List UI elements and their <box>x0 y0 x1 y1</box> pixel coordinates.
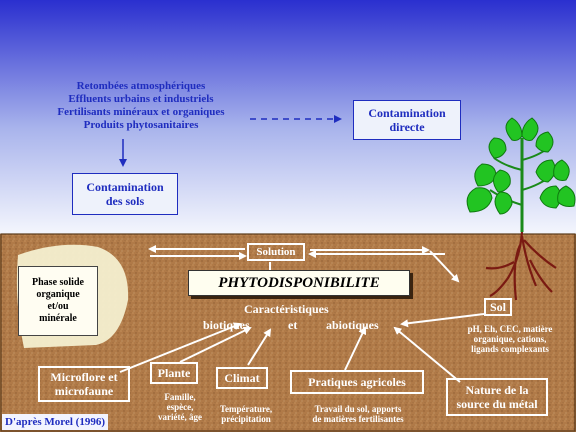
nature-line2: source du métal <box>456 397 538 411</box>
microflore-line1: Microflore et <box>50 370 118 384</box>
plante-label: Plante <box>157 366 191 380</box>
phytodisponibilite-box: PHYTODISPONIBILITE <box>188 270 410 296</box>
sources-list: Retombées atmosphériques Effluents urbai… <box>36 80 246 132</box>
climat-details: Température, précipitation <box>208 404 284 424</box>
nature-line1: Nature de la <box>465 383 529 397</box>
contamination-sols-line1: Contamination <box>86 180 164 194</box>
et-label: et <box>288 318 298 332</box>
sol-detail-line: ligands complexants <box>471 344 549 354</box>
contamination-directe-line2: directe <box>389 120 425 134</box>
phase-solide-line2: organique <box>36 289 80 300</box>
climat-detail-line: précipitation <box>221 414 271 424</box>
biotiques-label: biotiques <box>203 318 250 332</box>
climat-box: Climat <box>216 367 268 389</box>
climat-label: Climat <box>224 371 260 385</box>
solution-label: Solution <box>256 246 296 258</box>
caracteristiques-label: Caractéristiques <box>244 302 329 316</box>
contamination-directe-box: Contamination directe <box>353 100 461 140</box>
pratiques-detail-line: Travail du sol, apports <box>314 404 402 414</box>
sol-detail-line: organique, cations, <box>473 334 547 344</box>
sol-label: Sol <box>489 300 506 314</box>
sol-detail-line: pH, Eh, CEC, matière <box>467 324 553 334</box>
source-item: Retombées atmosphériques <box>76 80 206 92</box>
phase-solide-line1: Phase solide <box>32 277 84 288</box>
plante-detail-line: variété, âge <box>158 412 202 422</box>
contamination-directe-line1: Contamination <box>368 106 446 120</box>
abiotiques-label: abiotiques <box>326 318 379 332</box>
plante-detail-line: Famille, <box>164 392 196 402</box>
source-item: Fertilisants minéraux et organiques <box>57 106 225 118</box>
source-item: Effluents urbains et industriels <box>68 93 214 105</box>
plante-details: Famille, espèce, variété, âge <box>145 392 215 422</box>
phase-solide-box: Phase solide organique et/ou minérale <box>18 266 98 336</box>
solution-box: Solution <box>247 243 305 261</box>
microflore-line2: microfaune <box>54 384 114 398</box>
pratiques-detail-line: de matières fertilisantes <box>312 414 404 424</box>
plant-roots <box>485 231 557 301</box>
pratiques-box: Pratiques agricoles <box>290 370 424 394</box>
phase-solide-line3: et/ou <box>47 301 69 312</box>
sol-box: Sol <box>484 298 512 316</box>
credit-label: D'après Morel (1996) <box>2 414 108 430</box>
climat-detail-line: Température, <box>219 404 273 414</box>
plant <box>466 117 576 232</box>
phase-solide-line4: minérale <box>39 313 77 324</box>
sol-details: pH, Eh, CEC, matière organique, cations,… <box>448 324 572 354</box>
phytodisponibilite-label: PHYTODISPONIBILITE <box>218 274 380 291</box>
source-item: Produits phytosanitaires <box>83 119 199 131</box>
pratiques-label: Pratiques agricoles <box>308 375 406 389</box>
contamination-sols-line2: des sols <box>105 194 145 208</box>
plante-box: Plante <box>150 362 198 384</box>
plante-detail-line: espèce, <box>166 402 194 412</box>
pratiques-details: Travail du sol, apports de matières fert… <box>296 404 420 424</box>
contamination-sols-box: Contamination des sols <box>72 173 178 215</box>
microflore-box: Microflore et microfaune <box>38 366 130 402</box>
nature-box: Nature de la source du métal <box>446 378 548 416</box>
